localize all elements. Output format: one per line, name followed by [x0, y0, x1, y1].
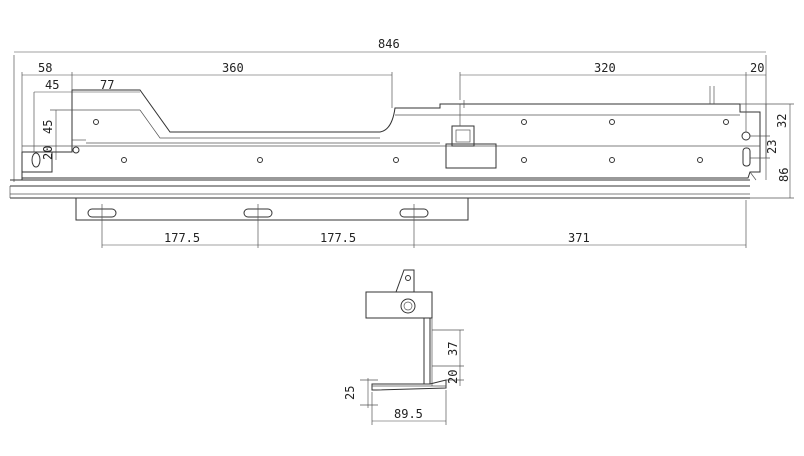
dim-right-span: 320: [594, 61, 616, 75]
dim-right-end: 20: [750, 61, 764, 75]
dim-notch-width: 77: [100, 78, 114, 92]
main-rail: [9, 55, 767, 222]
dim-right-height-total: 86: [777, 168, 791, 182]
bracket-side-view: [365, 269, 447, 391]
dim-top-span: 360: [222, 61, 244, 75]
dim-right-height-mid: 23: [765, 140, 779, 154]
dimension-lines: [14, 51, 794, 248]
dim-left-small: 20: [41, 146, 55, 160]
bracket-dimensions: 37 20 25 89.5: [343, 329, 464, 425]
dim-total-length: 846: [378, 37, 400, 51]
dim-left-height: 45: [41, 120, 55, 134]
dim-bracket-width: 89.5: [394, 407, 423, 421]
dim-left-offset: 58: [38, 61, 52, 75]
dim-slot-end: 371: [568, 231, 590, 245]
dim-bracket-height: 37: [446, 342, 460, 356]
dim-slot-pitch-1: 177.5: [164, 231, 200, 245]
dim-right-height-top: 32: [775, 114, 789, 128]
dim-left-inner: 45: [45, 78, 59, 92]
dim-bracket-offset: 20: [446, 370, 460, 384]
dim-bracket-flange: 25: [343, 386, 357, 400]
dim-slot-pitch-2: 177.5: [320, 231, 356, 245]
dimension-labels: 846 58 360 45 77 320 20 45 20 32 23 86 1…: [38, 37, 791, 245]
